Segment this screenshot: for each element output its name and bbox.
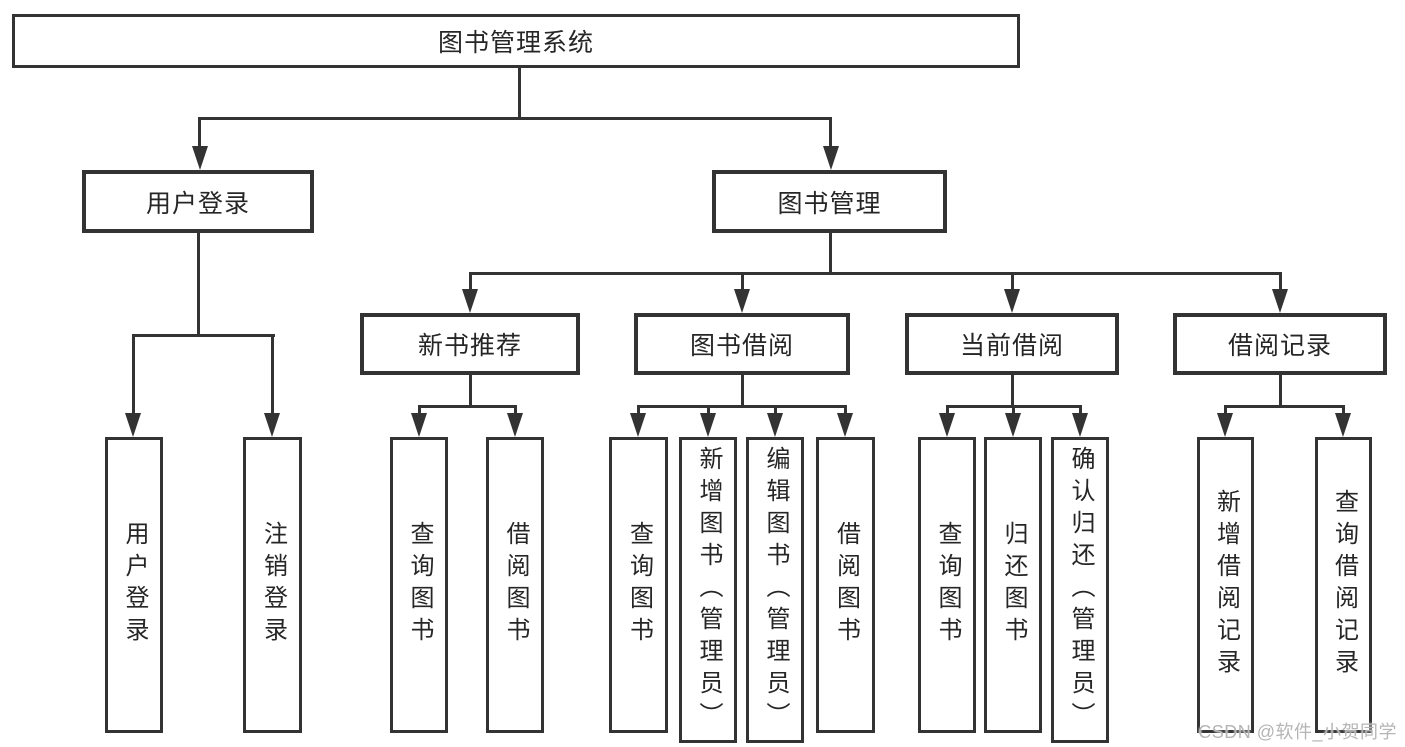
arrow-down-icon: [1072, 413, 1088, 437]
node-edit-books-admin: 编辑图书（管理员）: [746, 437, 804, 743]
connector-line: [829, 117, 832, 149]
connector-line: [1279, 272, 1282, 292]
connector-line: [469, 272, 1282, 275]
node-new-book-recommend: 新书推荐: [360, 313, 580, 375]
connector-line: [1279, 375, 1282, 408]
connector-line: [741, 272, 744, 292]
arrow-down-icon: [1004, 289, 1020, 313]
connector-line: [1224, 405, 1345, 408]
arrow-down-icon: [264, 413, 280, 437]
connector-line: [637, 405, 640, 417]
arrow-down-icon: [462, 289, 478, 313]
node-current-borrowing: 当前借阅: [905, 313, 1119, 375]
connector-line: [469, 272, 472, 292]
node-borrowing-records: 借阅记录: [1173, 313, 1387, 375]
connector-line: [844, 405, 847, 417]
arrow-down-icon: [939, 413, 955, 437]
connector-line: [197, 233, 200, 337]
connector-line: [418, 405, 516, 408]
connector-line: [1342, 405, 1345, 417]
connector-line: [829, 233, 832, 275]
connector-line: [946, 405, 949, 417]
arrow-down-icon: [1335, 413, 1351, 437]
connector-line: [132, 334, 135, 416]
connector-line: [1079, 405, 1082, 417]
csdn-watermark: CSDN @软件_小贺同学: [1198, 722, 1397, 742]
arrow-down-icon: [630, 413, 646, 437]
node-query-borrow-record: 查询借阅记录: [1315, 437, 1372, 733]
arrow-down-icon: [823, 146, 839, 170]
connector-line: [1224, 405, 1227, 417]
connector-line: [198, 117, 832, 120]
arrow-down-icon: [411, 413, 427, 437]
node-library-management-system: 图书管理系统: [12, 14, 1020, 68]
arrow-down-icon: [1272, 289, 1288, 313]
arrow-down-icon: [837, 413, 853, 437]
connector-line: [469, 375, 472, 408]
arrow-down-icon: [125, 413, 141, 437]
connector-line: [741, 375, 744, 408]
node-book-management: 图书管理: [712, 170, 947, 233]
node-add-borrow-record: 新增借阅记录: [1197, 437, 1254, 733]
connector-line: [198, 117, 201, 149]
connector-line: [132, 334, 275, 337]
node-query-books-2: 查询图书: [609, 437, 668, 733]
node-query-books-1: 查询图书: [390, 437, 448, 733]
node-confirm-return-admin: 确认归还（管理员）: [1051, 437, 1109, 743]
arrow-down-icon: [507, 413, 523, 437]
connector-line: [637, 405, 847, 408]
node-logout: 注销登录: [243, 437, 302, 733]
arrow-down-icon: [767, 413, 783, 437]
arrow-down-icon: [734, 289, 750, 313]
connector-line: [1011, 375, 1014, 408]
arrow-down-icon: [700, 413, 716, 437]
connector-line: [1011, 272, 1014, 292]
connector-line: [271, 334, 274, 416]
connector-line: [774, 405, 777, 417]
connector-line: [418, 405, 421, 417]
node-return-books: 归还图书: [984, 437, 1042, 733]
connector-line: [518, 68, 521, 120]
node-borrow-books-1: 借阅图书: [486, 437, 544, 733]
node-borrow-books-2: 借阅图书: [816, 437, 875, 733]
node-query-books-3: 查询图书: [918, 437, 976, 733]
connector-line: [707, 405, 710, 417]
node-user-login-leaf: 用户登录: [105, 437, 163, 733]
arrow-down-icon: [1005, 413, 1021, 437]
node-add-books-admin: 新增图书（管理员）: [679, 437, 737, 743]
node-book-borrowing: 图书借阅: [634, 313, 850, 375]
connector-line: [514, 405, 517, 417]
node-user-login: 用户登录: [82, 170, 314, 233]
arrow-down-icon: [1217, 413, 1233, 437]
connector-line: [1012, 405, 1015, 417]
arrow-down-icon: [192, 146, 208, 170]
